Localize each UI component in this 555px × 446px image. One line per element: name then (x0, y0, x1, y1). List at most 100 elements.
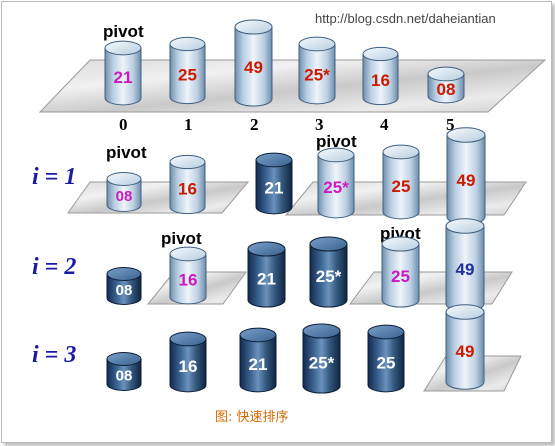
cylinder: 25 (382, 144, 420, 220)
cylinder-value: 21 (114, 68, 133, 87)
cylinder-body (302, 330, 341, 394)
index-label: 4 (380, 115, 389, 134)
cylinder-body (106, 178, 142, 212)
cylinder-top (445, 304, 485, 320)
cylinder-top (381, 236, 420, 252)
platform-i1-left (67, 181, 250, 214)
cylinder-value: 25 (178, 65, 197, 84)
cylinder: 16 (169, 331, 207, 393)
cylinder-value: 21 (257, 269, 276, 288)
cylinder-value: 08 (116, 282, 133, 299)
cylinder-value: 16 (179, 357, 198, 376)
cylinder-body (367, 331, 405, 393)
cylinder-body (255, 159, 293, 215)
cylinder: 25 (367, 324, 405, 393)
cylinder-value: 49 (456, 342, 475, 361)
cylinder-body (445, 311, 485, 390)
cylinder-body (106, 358, 142, 391)
cylinder: 49 (445, 304, 485, 390)
cylinder-body (169, 161, 206, 215)
cylinder-top (427, 66, 465, 82)
cylinder-body (169, 253, 207, 305)
cylinder-body (309, 243, 348, 308)
cylinder: 08 (427, 66, 465, 104)
iteration-label-2: i = 2 (32, 254, 76, 280)
cylinder-top (302, 323, 341, 339)
cylinder-top (446, 127, 486, 143)
cylinder-top (367, 324, 405, 340)
cylinder-value: 25 (391, 267, 410, 286)
cylinder-value: 25* (309, 353, 335, 372)
cylinder: 49 (445, 218, 485, 312)
cylinder: 21 (104, 40, 142, 106)
watermark: http://blog.csdn.net/daheiantian (315, 11, 496, 26)
cylinder: 49 (446, 127, 486, 225)
cylinder-value: 25* (323, 178, 349, 197)
cylinder-body (381, 243, 420, 308)
cylinder-top (169, 36, 206, 52)
cylinder-top (247, 241, 286, 257)
cylinder-body (298, 43, 336, 105)
cylinder-body (169, 43, 206, 105)
cylinder-value: 16 (179, 270, 198, 289)
cylinder: 21 (255, 152, 293, 215)
index-label: 3 (315, 115, 324, 134)
cylinder: 16 (362, 46, 399, 106)
cylinder-value: 16 (371, 71, 390, 90)
index-label: 0 (119, 115, 128, 134)
cylinder-top (169, 331, 207, 347)
cylinder: 25 (381, 236, 420, 308)
index-label: 5 (446, 115, 455, 134)
cylinder-value: 25* (304, 65, 330, 84)
cylinder: 25* (309, 236, 348, 308)
cylinder: 49 (234, 19, 273, 107)
pivot-label-i1-right: pivot (316, 132, 357, 151)
cylinder-body (106, 273, 142, 305)
index-label: 1 (184, 115, 193, 134)
cylinder-value: 21 (249, 355, 268, 374)
cylinder: 25* (298, 36, 336, 105)
cylinder-body (239, 334, 277, 393)
cylinder-body (317, 154, 355, 219)
platform-i2-right (349, 271, 513, 305)
cylinder-top (104, 40, 142, 56)
cylinder-body (382, 151, 420, 220)
cylinder-top (169, 246, 207, 262)
cylinder-value: 49 (457, 171, 476, 190)
cylinder-top (382, 144, 420, 160)
cylinder-value: 25 (392, 177, 411, 196)
cylinder-top (106, 172, 142, 186)
iteration-label-3: i = 3 (32, 342, 76, 368)
cylinder-top (106, 267, 142, 281)
pivot-label-i2-left: pivot (161, 229, 202, 248)
cylinder-body (104, 47, 142, 106)
cylinder-body (362, 53, 399, 106)
cylinder-top (298, 36, 336, 52)
cylinder-top (239, 327, 277, 343)
cylinder: 25* (317, 147, 355, 219)
cylinder-top (317, 147, 355, 163)
pivot-label-initial: pivot (103, 22, 144, 41)
index-label: 2 (250, 115, 259, 134)
cylinder-value: 25 (377, 353, 396, 372)
cylinder-value: 08 (437, 80, 456, 99)
quicksort-diagram: http://blog.csdn.net/daheiantian 0 1 2 3… (32, 11, 547, 425)
cylinder: 16 (169, 154, 206, 215)
index-labels: 0 1 2 3 4 5 (119, 115, 455, 134)
cylinder-top (169, 154, 206, 170)
cylinder-top (309, 236, 348, 252)
cylinder-top (255, 152, 293, 168)
cylinder-body (247, 248, 286, 308)
cylinder-top (106, 352, 142, 366)
cylinder-top (445, 218, 485, 234)
cylinder-body (234, 26, 273, 107)
cylinder: 08 (106, 352, 142, 391)
cylinder: 25 (169, 36, 206, 105)
cylinder-body (169, 338, 207, 393)
cylinder: 08 (106, 172, 142, 212)
cylinder-value: 21 (265, 178, 284, 197)
cylinder-value: 08 (116, 188, 133, 205)
cylinder-value: 49 (244, 58, 263, 77)
